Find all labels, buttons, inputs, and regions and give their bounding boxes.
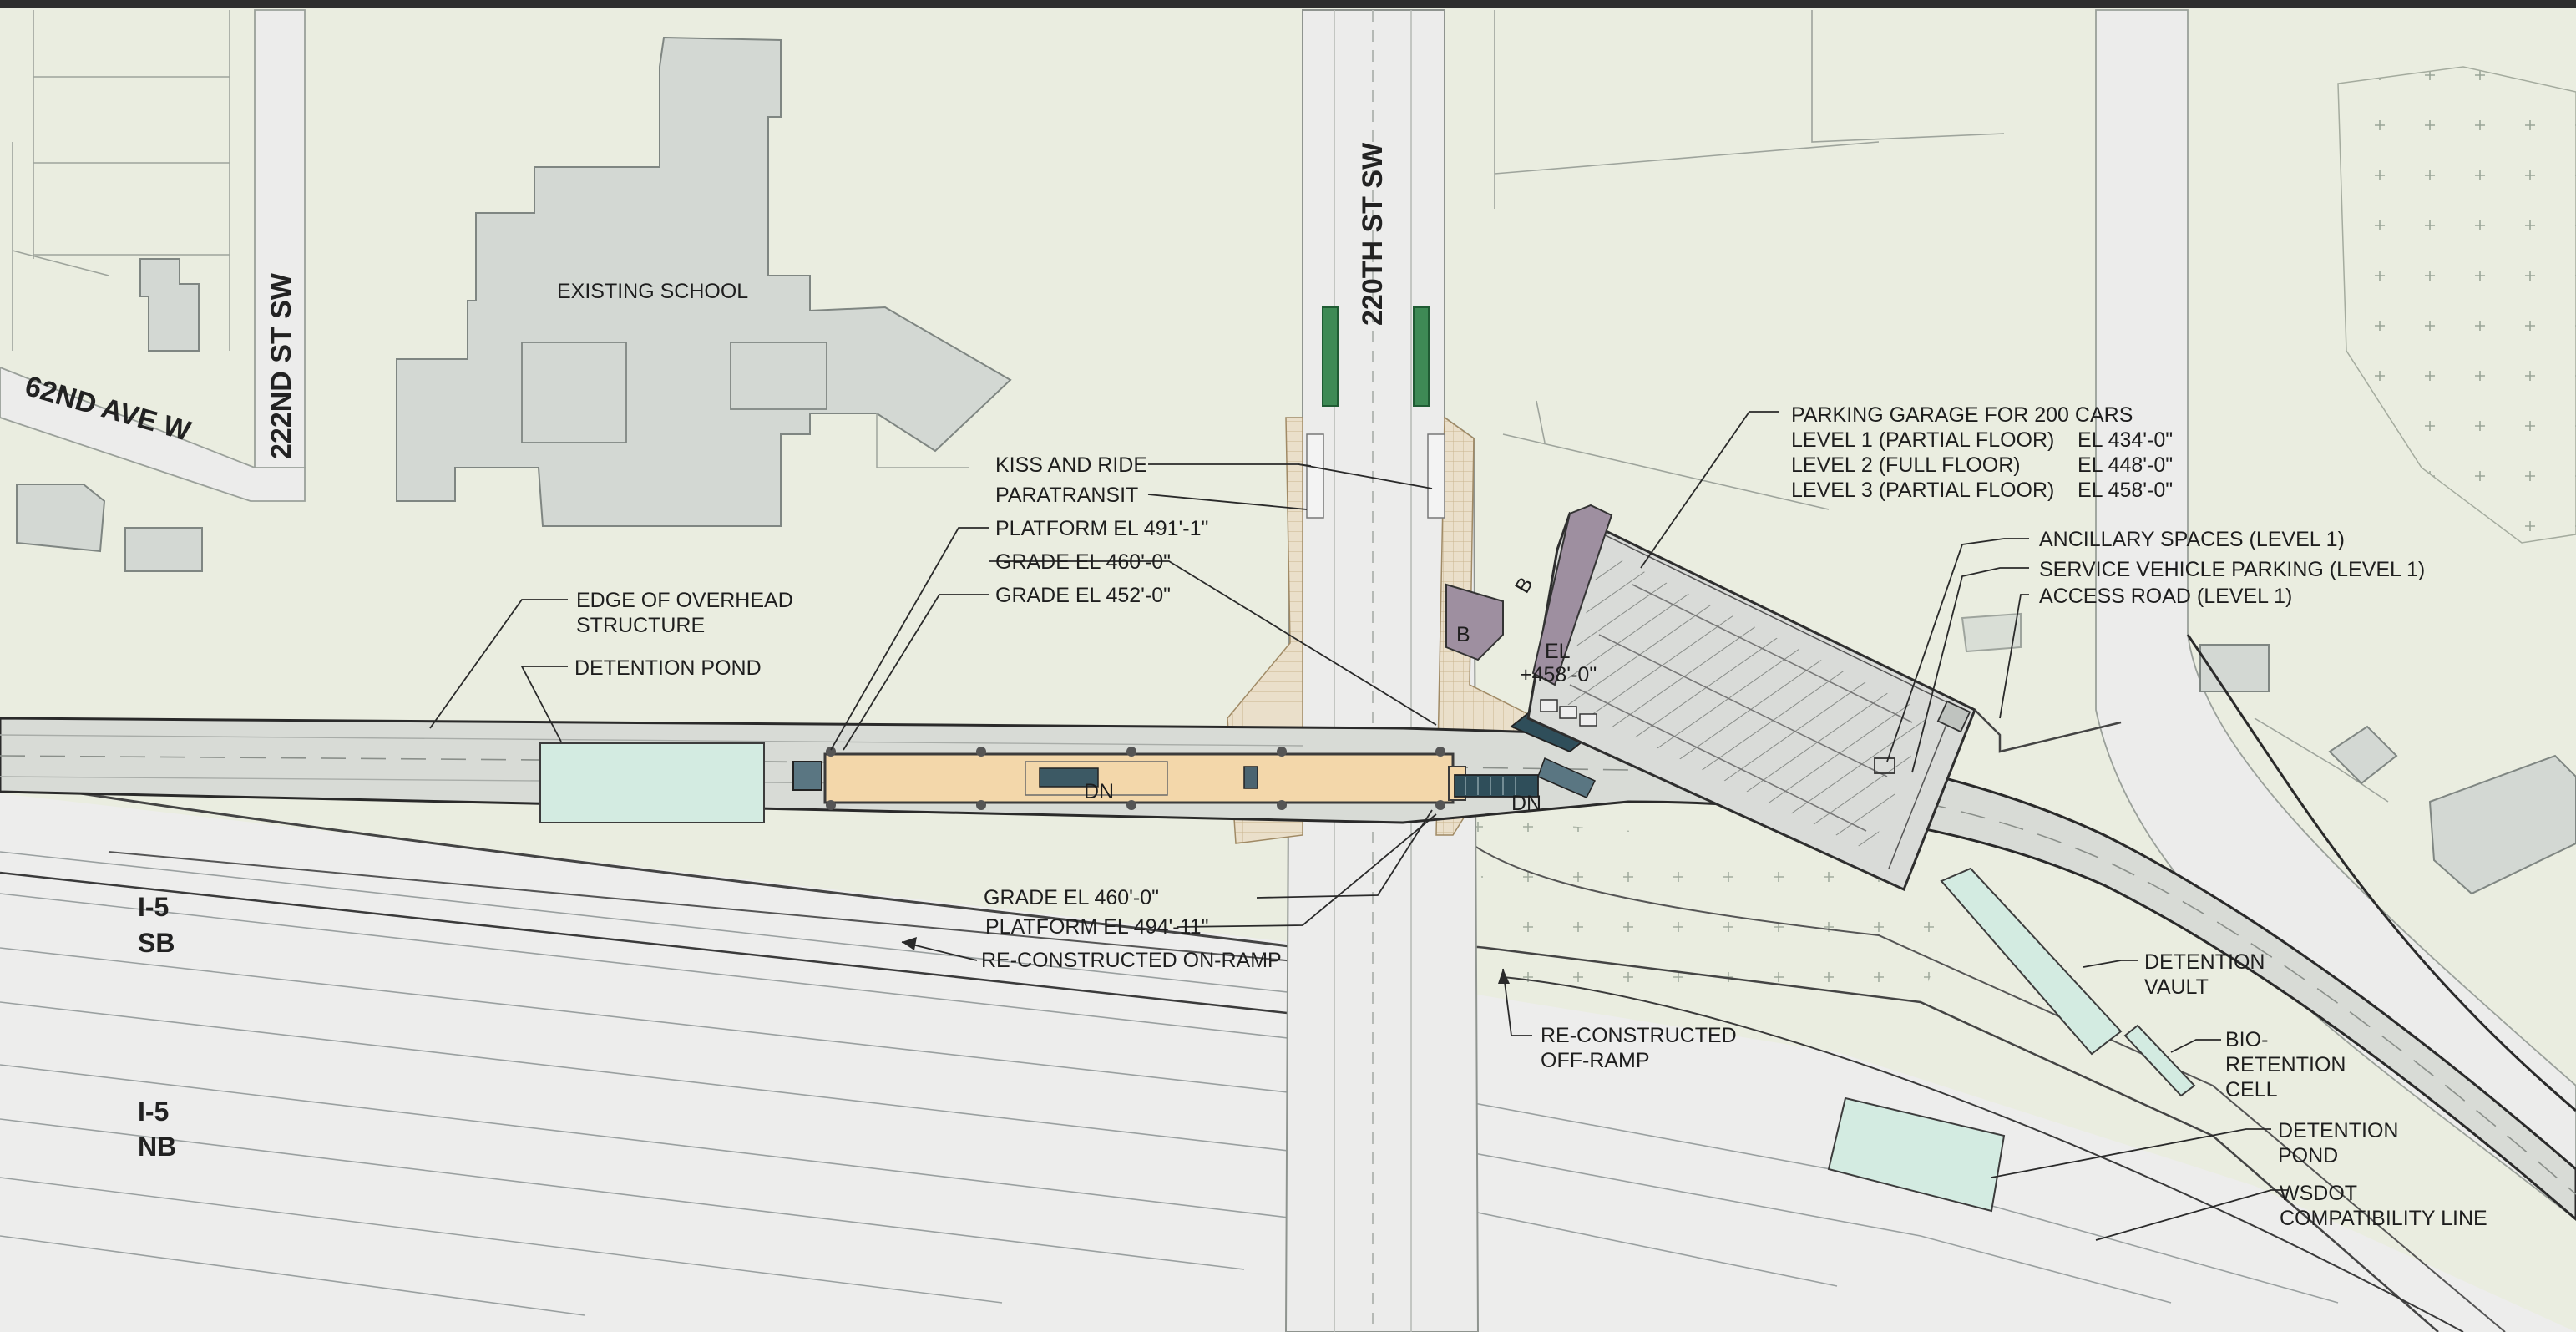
parcel-lines bbox=[12, 10, 2389, 803]
label-platform-491: PLATFORM EL 491'-1" bbox=[995, 517, 1208, 540]
label-wsdot-2: COMPATIBILITY LINE bbox=[2280, 1207, 2487, 1230]
platform-canopy-outline bbox=[1025, 761, 1168, 796]
label-garage-title: PARKING GARAGE FOR 200 CARS bbox=[1791, 403, 2133, 427]
label-grade-460-bottom: GRADE EL 460'-0" bbox=[984, 886, 1159, 909]
existing-school-building bbox=[396, 36, 1012, 527]
platform-west-end-stair bbox=[792, 761, 822, 791]
label-grade-460-top: GRADE EL 460'-0" bbox=[995, 550, 1171, 574]
label-garage-level2: LEVEL 2 (FULL FLOOR) bbox=[1791, 453, 2021, 477]
label-garage-level3-el: EL 458'-0" bbox=[2078, 479, 2173, 502]
platform-columns bbox=[826, 747, 1445, 810]
label-platform-494: PLATFORM EL 494'-11" bbox=[985, 915, 1208, 939]
label-bio-3: CELL bbox=[2225, 1078, 2278, 1102]
hwy-label-sb-1: I-5 bbox=[138, 892, 169, 922]
label-grade-452: GRADE EL 452'-0" bbox=[995, 584, 1171, 607]
detention-pond-right bbox=[1827, 1096, 2006, 1213]
label-el-2: +458'-0" bbox=[1520, 663, 1597, 686]
label-det-pond-right-2: POND bbox=[2278, 1144, 2338, 1167]
median-planter-west bbox=[1322, 306, 1339, 407]
hwy-label-nb-2: NB bbox=[138, 1132, 176, 1162]
annotation-leaders bbox=[429, 411, 2288, 1241]
dn-label-west: DN bbox=[1084, 780, 1114, 803]
wsdot-compatibility-line bbox=[2186, 634, 2576, 1112]
kiss-ride-bay-west bbox=[1306, 433, 1324, 519]
detention-pond-left bbox=[539, 742, 765, 823]
kiss-ride-bay-east bbox=[1427, 433, 1445, 519]
light-rail-guideway bbox=[0, 717, 2576, 1221]
east-stair-escalator bbox=[1454, 774, 1539, 798]
landscape-area bbox=[1470, 818, 1962, 1019]
garage-service-room bbox=[1874, 757, 1895, 774]
label-overhead-2: STRUCTURE bbox=[576, 614, 705, 637]
label-vault-2: VAULT bbox=[2144, 975, 2209, 999]
hwy-label-nb-1: I-5 bbox=[138, 1096, 169, 1127]
stair-core-north bbox=[1531, 504, 1613, 686]
62nd-ave-road bbox=[0, 367, 306, 502]
hwy-label-sb-2: SB bbox=[138, 928, 175, 958]
garage-ancillary-room bbox=[1936, 700, 1971, 733]
stair-core-south bbox=[1445, 583, 1504, 661]
street-label-222nd: 222ND ST SW bbox=[266, 272, 297, 459]
school-label: EXISTING SCHOOL bbox=[557, 280, 748, 303]
dn-label-east: DN bbox=[1511, 792, 1541, 815]
label-overhead-1: EDGE OF OVERHEAD bbox=[576, 589, 793, 612]
platform-elevator bbox=[1243, 766, 1258, 789]
label-offramp-1: RE-CONSTRUCTED bbox=[1541, 1024, 1737, 1047]
label-garage-level1-el: EL 434'-0" bbox=[2078, 428, 2173, 452]
label-garage-level2-el: EL 448'-0" bbox=[2078, 453, 2173, 477]
label-det-pond-right-1: DETENTION bbox=[2278, 1119, 2398, 1142]
wooded-area bbox=[2337, 66, 2576, 544]
label-bio-2: RETENTION bbox=[2225, 1053, 2346, 1076]
label-vault-1: DETENTION bbox=[2144, 950, 2265, 974]
top-frame-edge bbox=[0, 0, 2576, 8]
detention-vault bbox=[1940, 867, 2123, 1056]
freeway-lane-lines bbox=[0, 851, 2339, 1316]
stair-core-label-south: B bbox=[1456, 623, 1470, 646]
i5-freeway-west bbox=[0, 793, 1303, 1332]
label-wsdot-1: WSDOT bbox=[2280, 1182, 2357, 1205]
label-service-vehicle-parking: SERVICE VEHICLE PARKING (LEVEL 1) bbox=[2039, 558, 2425, 581]
platform-stair-west bbox=[1039, 767, 1099, 788]
label-garage-level3: LEVEL 3 (PARTIAL FLOOR) bbox=[1791, 479, 2054, 502]
label-detention-pond-left: DETENTION POND bbox=[574, 656, 762, 680]
label-offramp-2: OFF-RAMP bbox=[1541, 1049, 1650, 1072]
bio-retention-cell bbox=[2123, 1024, 2196, 1097]
label-ancillary-spaces: ANCILLARY SPACES (LEVEL 1) bbox=[2039, 528, 2345, 551]
access-road bbox=[1974, 709, 2122, 753]
label-el-1: EL bbox=[1545, 640, 1571, 663]
residential-buildings bbox=[16, 258, 2576, 895]
street-label-220th: 220TH ST SW bbox=[1357, 142, 1389, 326]
label-bio-1: BIO- bbox=[2225, 1028, 2268, 1051]
median-planter-east bbox=[1413, 306, 1430, 407]
label-garage-level1: LEVEL 1 (PARTIAL FLOOR) bbox=[1791, 428, 2054, 452]
label-access-road: ACCESS ROAD (LEVEL 1) bbox=[2039, 585, 2292, 608]
label-paratransit: PARATRANSIT bbox=[995, 484, 1138, 507]
label-onramp: RE-CONSTRUCTED ON-RAMP bbox=[981, 949, 1282, 972]
label-kiss-and-ride: KISS AND RIDE bbox=[995, 453, 1147, 477]
on-ramp-edge bbox=[0, 779, 1303, 950]
